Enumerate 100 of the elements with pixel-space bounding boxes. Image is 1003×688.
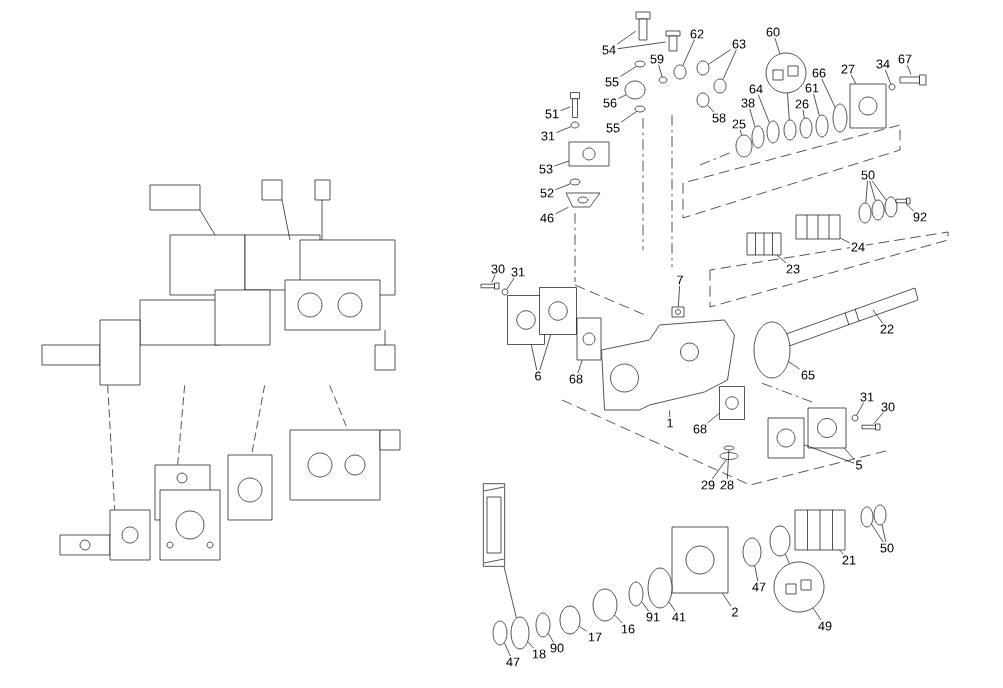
leader-line [678, 285, 680, 307]
leader-line [873, 412, 884, 424]
callout-number: 52 [538, 187, 556, 199]
ring-drawing [858, 202, 872, 224]
ring-drawing [742, 537, 762, 567]
ring-drawing [559, 605, 581, 635]
part-drawing [794, 509, 846, 551]
part-drawing [719, 386, 745, 420]
callout-number: 18 [530, 648, 548, 660]
leader-line [813, 93, 820, 117]
ring-drawing [696, 60, 710, 76]
ring-drawing [888, 83, 896, 91]
leader-line [804, 444, 855, 464]
callout-number: 64 [747, 83, 765, 95]
part-drawing [795, 214, 841, 240]
leader-line [839, 550, 844, 555]
part-drawing [671, 306, 685, 318]
leader-line [614, 614, 623, 624]
ring-drawing [873, 504, 887, 526]
part-drawing [895, 197, 911, 205]
leader-line [758, 94, 770, 124]
callout-number: 31 [858, 391, 876, 403]
leader-line [802, 109, 805, 119]
ring-drawing [624, 80, 646, 100]
callout-number: 34 [874, 58, 892, 70]
ring-drawing [535, 612, 551, 638]
leader-line [856, 402, 864, 416]
leader-line [821, 78, 836, 108]
leader-line [578, 625, 587, 632]
callout-number: 31 [509, 266, 527, 278]
callout-number: 59 [648, 53, 666, 65]
callout-number: 7 [675, 274, 685, 286]
callout-number: 1 [665, 417, 675, 429]
leader-line [812, 607, 822, 621]
part-drawing [539, 287, 577, 335]
ring-drawing [766, 120, 780, 144]
leader-line [749, 108, 756, 128]
detail-circle [773, 561, 825, 613]
leader-line [555, 183, 571, 190]
callout-number: 54 [600, 44, 618, 56]
callout-number: 24 [849, 241, 867, 253]
part-drawing [568, 141, 610, 167]
callout-number: 28 [718, 479, 736, 491]
callout-number: 16 [619, 623, 637, 635]
leader-line [620, 111, 637, 123]
detail-circle [765, 52, 807, 94]
leader-line [722, 593, 732, 607]
callout-number: 49 [816, 620, 834, 632]
ring-drawing [696, 92, 710, 108]
part-drawing [480, 282, 500, 290]
callout-number: 17 [586, 631, 604, 643]
callout-number: 31 [539, 130, 557, 142]
callout-number: 65 [799, 369, 817, 381]
ring-drawing [783, 119, 797, 141]
callout-number: 46 [538, 212, 556, 224]
ring-drawing [884, 196, 898, 218]
leader-line [618, 94, 627, 99]
guide-line [107, 385, 115, 510]
callout-number: 66 [810, 67, 828, 79]
subassembly-drawing [59, 509, 151, 561]
callout-number: 67 [896, 53, 914, 65]
callout-number: 55 [604, 122, 622, 134]
leader-line [787, 92, 790, 121]
leader-line [491, 274, 496, 283]
part-drawing [570, 92, 580, 118]
ring-drawing [647, 567, 673, 609]
leader-line [722, 49, 737, 80]
leader-line [869, 180, 876, 201]
part-drawing [767, 417, 805, 459]
subassembly-drawing [289, 429, 401, 501]
leader-line [669, 410, 671, 418]
callout-number: 91 [644, 611, 662, 623]
ring-drawing [628, 581, 644, 607]
leader-line [711, 459, 727, 480]
guide-line [177, 385, 185, 465]
callout-number: 47 [504, 656, 522, 668]
leader-line [554, 160, 569, 167]
leader-line [641, 601, 649, 612]
ring-drawing [713, 78, 727, 94]
callout-number: 5 [854, 459, 864, 471]
subassembly-drawing [154, 464, 221, 561]
part-drawing [671, 526, 729, 594]
callout-number: 23 [784, 263, 802, 275]
leader-line [555, 207, 569, 215]
leader-line [844, 448, 855, 460]
leader-line [556, 126, 572, 133]
callout-number: 25 [730, 118, 748, 130]
callout-number: 63 [730, 38, 748, 50]
ring-drawing [815, 114, 829, 138]
callout-number: 26 [793, 98, 811, 110]
leader-line [527, 641, 534, 649]
callout-number: 47 [750, 581, 768, 593]
section-view-drawing [483, 483, 505, 567]
leader-line [740, 129, 742, 136]
leader-line [658, 64, 663, 78]
leader-line [503, 566, 517, 619]
callout-number: 55 [603, 76, 621, 88]
ring-drawing [673, 64, 687, 80]
ring-drawing [753, 321, 791, 379]
ring-drawing [569, 178, 581, 186]
